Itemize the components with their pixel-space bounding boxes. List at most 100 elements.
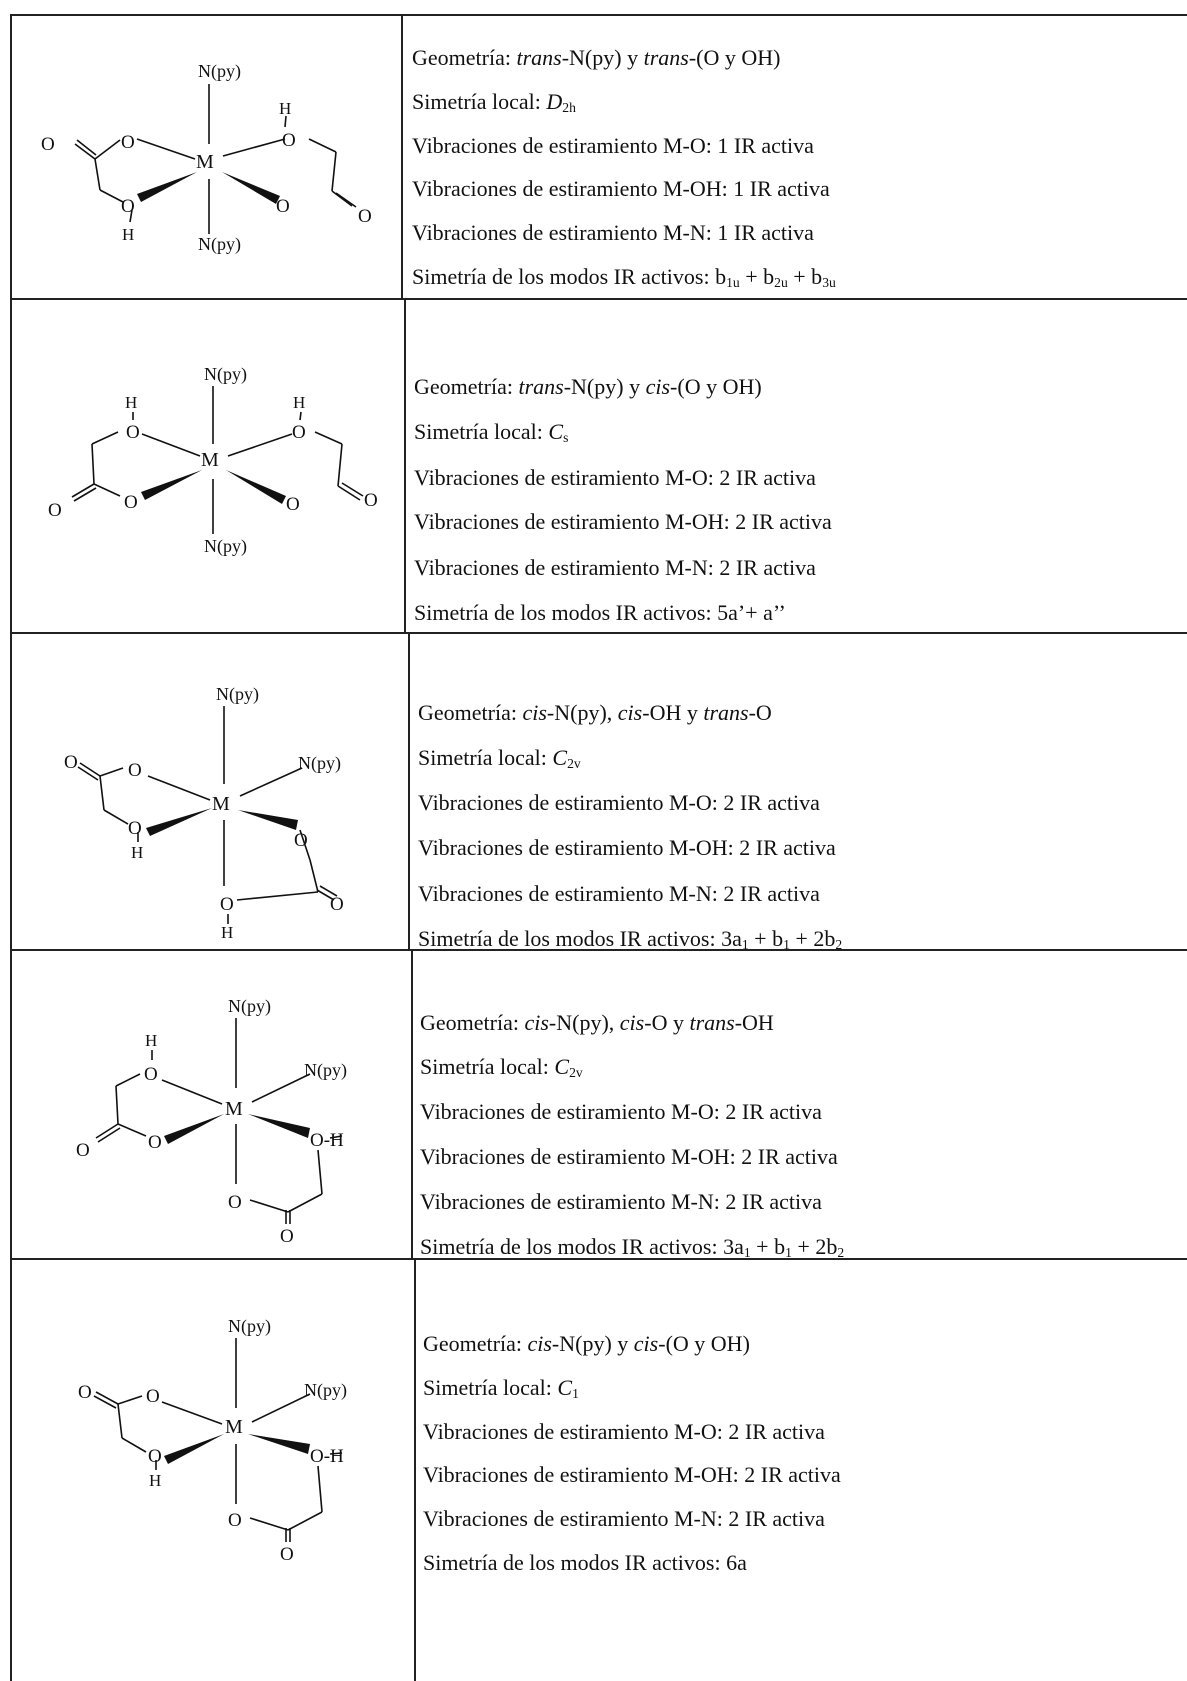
row-divider (10, 1258, 1187, 1260)
svg-text:O: O (358, 206, 372, 227)
svg-text:O: O (126, 422, 140, 443)
svg-text:O: O (148, 1446, 162, 1467)
row-divider (10, 632, 1187, 634)
column-divider (401, 14, 403, 298)
svg-text:N(py): N(py) (204, 536, 247, 557)
svg-text:N(py): N(py) (198, 234, 241, 255)
row-divider (10, 949, 1187, 951)
structure-drawing-3: N(py) N(py) M O O O O O O H H (20, 664, 405, 944)
ir-modes-line: Simetría de los modos IR activos: 6a (423, 1550, 747, 1575)
svg-text:N(py): N(py) (228, 996, 271, 1017)
svg-text:O: O (228, 1510, 242, 1531)
symmetry-line: Simetría local: C2v (420, 1054, 583, 1080)
ir-modes-line: Simetría de los modos IR activos: 3a1 + … (420, 1234, 845, 1260)
svg-text:O: O (228, 1192, 242, 1213)
geometry-line: Geometría: trans-N(py) y cis-(O y OH) (414, 374, 762, 399)
svg-text:H: H (122, 225, 134, 244)
svg-text:O: O (364, 490, 378, 511)
column-divider (408, 632, 410, 949)
ir-modes-line: Simetría de los modos IR activos: 3a1 + … (418, 926, 843, 952)
svg-text:O: O (286, 494, 300, 515)
ir-modes-line: Simetría de los modos IR activos: 5a’+ a… (414, 600, 786, 625)
svg-text:O: O (48, 500, 62, 521)
svg-text:O: O (78, 1382, 92, 1403)
svg-text:N(py): N(py) (216, 684, 259, 705)
svg-text:N(py): N(py) (204, 364, 247, 385)
table-top-border (10, 14, 1187, 16)
svg-text:O: O (121, 132, 135, 153)
svg-text:N(py): N(py) (298, 753, 341, 774)
moh-stretch-line: Vibraciones de estiramiento M-OH: 2 IR a… (418, 835, 836, 860)
svg-text:M: M (201, 449, 219, 471)
svg-text:H: H (221, 923, 233, 942)
mo-stretch-line: Vibraciones de estiramiento M-O: 2 IR ac… (418, 790, 820, 815)
svg-text:O: O (41, 134, 55, 155)
svg-text:H: H (131, 843, 143, 862)
svg-text:M: M (196, 151, 214, 173)
svg-text:O: O (294, 830, 308, 851)
svg-text:H: H (149, 1471, 161, 1490)
svg-text:H: H (279, 99, 291, 118)
geometry-line: Geometría: trans-N(py) y trans-(O y OH) (412, 45, 781, 70)
svg-text:O: O (128, 760, 142, 781)
svg-text:M: M (225, 1098, 243, 1120)
column-divider (404, 298, 406, 632)
svg-text:H: H (145, 1031, 157, 1050)
mo-stretch-line: Vibraciones de estiramiento M-O: 2 IR ac… (423, 1419, 825, 1444)
svg-text:M: M (225, 1416, 243, 1438)
svg-text:O: O (282, 130, 296, 151)
mn-stretch-line: Vibraciones de estiramiento M-N: 2 IR ac… (418, 881, 820, 906)
svg-text:O: O (124, 492, 138, 513)
svg-text:O: O (280, 1226, 294, 1247)
svg-text:O: O (220, 894, 234, 915)
structure-drawing-1: N(py) N(py) M O O O O O O H H (20, 44, 400, 294)
mn-stretch-line: Vibraciones de estiramiento M-N: 2 IR ac… (420, 1189, 822, 1214)
svg-text:O: O (144, 1064, 158, 1085)
svg-text:O: O (280, 1544, 294, 1565)
mn-stretch-line: Vibraciones de estiramiento M-N: 2 IR ac… (414, 555, 816, 580)
table-left-border (10, 14, 12, 1681)
svg-text:O: O (146, 1386, 160, 1407)
svg-text:H: H (293, 393, 305, 412)
svg-text:O-H: O-H (310, 1130, 344, 1151)
geometry-line: Geometría: cis-N(py), cis-O y trans-OH (420, 1010, 774, 1035)
svg-text:O-H: O-H (310, 1446, 344, 1467)
moh-stretch-line: Vibraciones de estiramiento M-OH: 2 IR a… (423, 1462, 841, 1487)
moh-stretch-line: Vibraciones de estiramiento M-OH: 2 IR a… (420, 1144, 838, 1169)
symmetry-line: Simetría local: C2v (418, 745, 581, 771)
column-divider (414, 1258, 416, 1681)
svg-text:N(py): N(py) (304, 1060, 347, 1081)
svg-text:N(py): N(py) (198, 61, 241, 82)
structure-drawing-5: N(py) N(py) M O O O O-H O O H (20, 1296, 412, 1576)
symmetry-line: Simetría local: D2h (412, 89, 576, 115)
svg-text:O: O (76, 1140, 90, 1161)
mo-stretch-line: Vibraciones de estiramiento M-O: 2 IR ac… (420, 1099, 822, 1124)
geometry-line: Geometría: cis-N(py), cis-OH y trans-O (418, 700, 772, 725)
structure-drawing-2: N(py) N(py) M O O O O O O H H (20, 344, 400, 604)
svg-text:O: O (128, 818, 142, 839)
svg-text:N(py): N(py) (228, 1316, 271, 1337)
svg-text:O: O (330, 894, 344, 915)
svg-text:M: M (212, 793, 230, 815)
mn-stretch-line: Vibraciones de estiramiento M-N: 1 IR ac… (412, 220, 814, 245)
svg-text:O: O (148, 1132, 162, 1153)
mo-stretch-line: Vibraciones de estiramiento M-O: 1 IR ac… (412, 133, 814, 158)
svg-text:O: O (64, 752, 78, 773)
svg-text:O: O (292, 422, 306, 443)
structure-drawing-4: N(py) N(py) M O O O O-H O O H (20, 976, 408, 1256)
mn-stretch-line: Vibraciones de estiramiento M-N: 2 IR ac… (423, 1506, 825, 1531)
row-divider (10, 298, 1187, 300)
geometry-line: Geometría: cis-N(py) y cis-(O y OH) (423, 1331, 750, 1356)
svg-text:O: O (121, 196, 135, 217)
moh-stretch-line: Vibraciones de estiramiento M-OH: 2 IR a… (414, 509, 832, 534)
column-divider (411, 949, 413, 1258)
svg-text:O: O (276, 196, 290, 217)
symmetry-line: Simetría local: Cs (414, 419, 569, 445)
svg-text:H: H (125, 393, 137, 412)
isomer-table: N(py) N(py) M O O O O O O H H Geometría:… (10, 14, 1187, 1681)
moh-stretch-line: Vibraciones de estiramiento M-OH: 1 IR a… (412, 176, 830, 201)
symmetry-line: Simetría local: C1 (423, 1375, 579, 1401)
ir-modes-line: Simetría de los modos IR activos: b1u + … (412, 264, 836, 290)
mo-stretch-line: Vibraciones de estiramiento M-O: 2 IR ac… (414, 465, 816, 490)
svg-text:N(py): N(py) (304, 1380, 347, 1401)
